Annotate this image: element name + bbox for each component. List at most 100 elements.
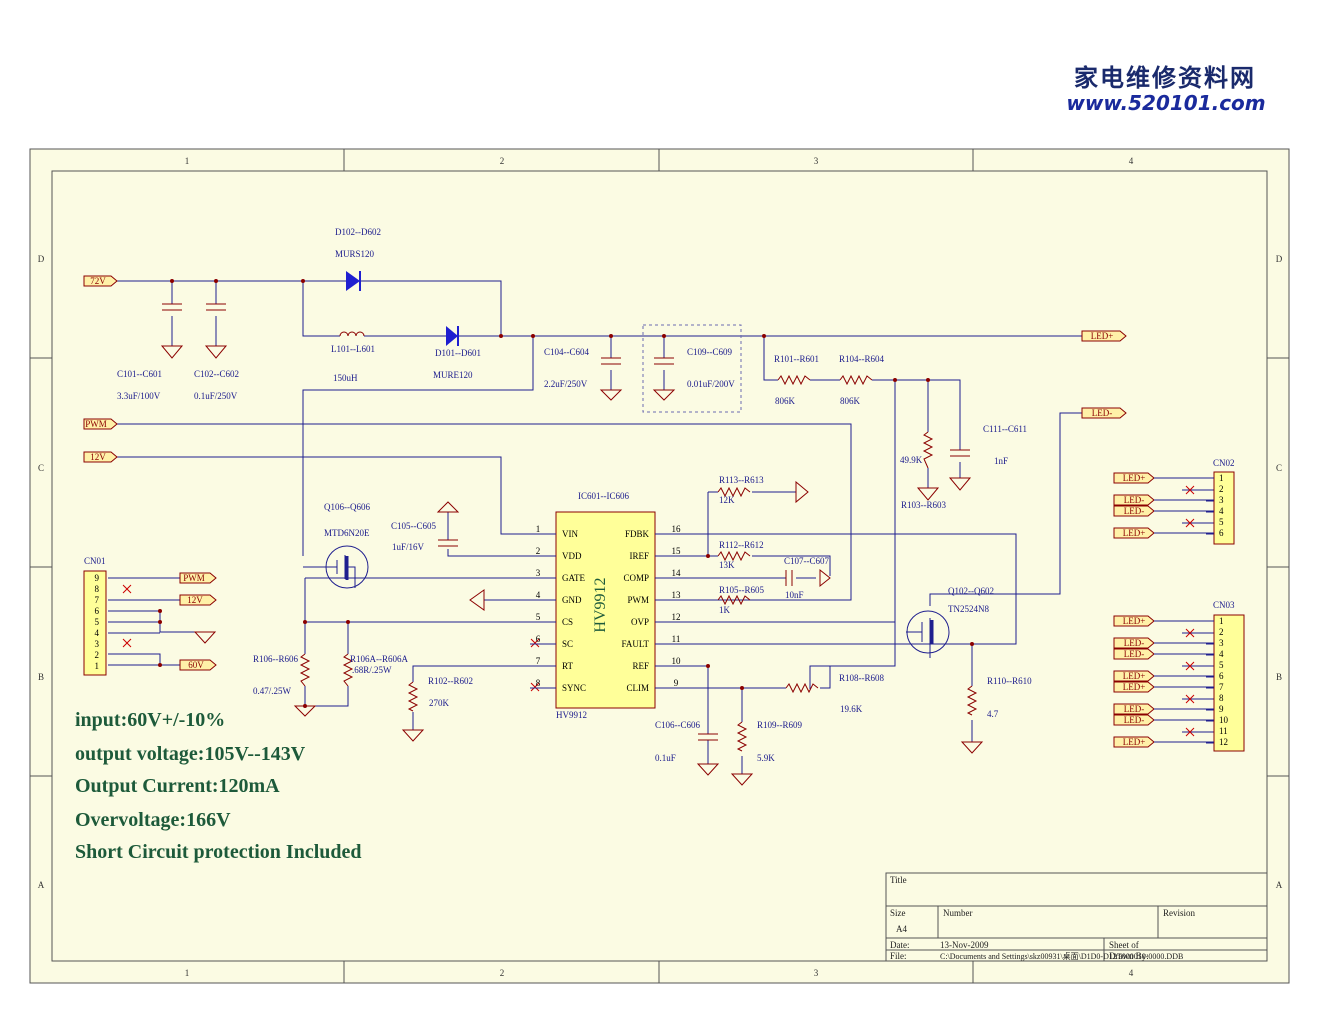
cn03-port-label: LED- <box>1124 704 1145 714</box>
spec-overvoltage: Overvoltage:166V <box>75 809 231 831</box>
net-ports: 72V PWM 12V LED+ LED- PWM 12V 60V <box>83 275 1127 671</box>
r105-ref: R105--R605 <box>719 585 765 595</box>
r104-value: 806K <box>840 396 861 406</box>
cn03-port <box>1113 703 1155 715</box>
r106-value: 0.47/.25W <box>253 686 292 696</box>
r112-ref: R112--R612 <box>719 540 764 550</box>
tb-sheet-label: Sheet of <box>1109 940 1139 950</box>
ic-ref: IC601--IC606 <box>578 491 629 501</box>
wires <box>108 280 1214 774</box>
tb-revision-label: Revision <box>1163 908 1196 918</box>
cn03-port-label: LED+ <box>1123 682 1146 692</box>
cn01-pin-number: 7 <box>95 595 100 605</box>
cn02-pin-number: 3 <box>1219 495 1224 505</box>
tb-file-value: C:\Documents and Settings\skz00931\桌面\D1… <box>940 951 1183 961</box>
cn01-ref: CN01 <box>84 556 106 566</box>
cn03-port-label: LED+ <box>1123 671 1146 681</box>
col-2-top: 2 <box>500 156 505 166</box>
cn01-pin-number: 8 <box>95 584 100 594</box>
r106-ref: R106--R606 <box>253 654 299 664</box>
spec-short-circuit: Short Circuit protection Included <box>75 841 362 863</box>
cn01-pin-number: 2 <box>95 650 100 660</box>
cn01-port-pwm-label: PWM <box>183 573 205 583</box>
cn02-pin-number: 4 <box>1219 506 1224 516</box>
r110-value: 4.7 <box>987 709 999 719</box>
c105-value: 1uF/16V <box>392 542 425 552</box>
port-led-minus <box>1081 407 1127 419</box>
c104-value: 2.2uF/250V <box>544 379 588 389</box>
port-pwm-label: PWM <box>85 419 107 429</box>
title-block: Title Size A4 Number Revision Date: 13-N… <box>885 872 1268 962</box>
c102-value: 0.1uF/250V <box>194 391 238 401</box>
tb-date-value: 13-Nov-2009 <box>940 940 989 950</box>
ic-pin-number: 9 <box>674 678 679 688</box>
port-led-plus-label: LED+ <box>1091 331 1114 341</box>
r108-value: 19.6K <box>840 704 863 714</box>
r109-value: 5.9K <box>757 753 775 763</box>
cn01-port-60v <box>179 659 217 671</box>
cn03-pin-number: 5 <box>1219 660 1224 670</box>
tb-size-label: Size <box>890 908 906 918</box>
cn03-pin-number: 9 <box>1219 704 1224 714</box>
cn03-port <box>1113 615 1155 627</box>
c107-ref: C107--C607 <box>784 556 830 566</box>
cn03-pin-number: 1 <box>1219 616 1224 626</box>
cn03-port <box>1113 714 1155 726</box>
tb-drawn-label: Drawn By: <box>1109 951 1149 961</box>
port-pwm <box>83 418 118 430</box>
c106-ref: C106--C606 <box>655 720 701 730</box>
ic-pin-name: PWM <box>627 595 649 605</box>
tb-size-value: A4 <box>896 924 907 934</box>
row-b-left: B <box>38 672 44 682</box>
ic-part: HV9912 <box>592 577 609 632</box>
cn03-port <box>1113 736 1155 748</box>
r101-ref: R101--R601 <box>774 354 819 364</box>
r105-value: 1K <box>719 605 731 615</box>
cn03-pin-number: 2 <box>1219 627 1224 637</box>
port-12v-label: 12V <box>90 452 106 462</box>
cn03-pins: 1LED+23LED-4LED-56LED+7LED+89LED-10LED-1… <box>1113 615 1229 748</box>
cn02-port-label: LED+ <box>1123 473 1146 483</box>
spec-input: input:60V+/-10% <box>75 709 225 731</box>
ic-pin-name: IREF <box>629 551 649 561</box>
ic-pin-number: 14 <box>672 568 682 578</box>
ic-pin-name: FAULT <box>621 639 649 649</box>
c105-ref: C105--C605 <box>391 521 437 531</box>
tb-date-label: Date: <box>890 940 910 950</box>
cn03-pin-number: 7 <box>1219 682 1224 692</box>
q102-ref: Q102--Q602 <box>948 586 994 596</box>
c101-ref: C101--C601 <box>117 369 162 379</box>
cn02-port <box>1113 494 1155 506</box>
l101-value: 150uH <box>333 373 358 383</box>
cn03-port-label: LED- <box>1124 649 1145 659</box>
spec-notes: input:60V+/-10% output voltage:105V--143… <box>75 709 362 863</box>
cn02-port <box>1113 527 1155 539</box>
col-4-bottom: 4 <box>1129 968 1134 978</box>
cn03-pin-number: 12 <box>1219 737 1228 747</box>
d101-ref: D101--D601 <box>435 348 481 358</box>
port-72v-label: 72V <box>90 276 106 286</box>
ic-pin-number: 5 <box>536 612 541 622</box>
c104-ref: C104--C604 <box>544 347 590 357</box>
r113-ref: R113--R613 <box>719 475 764 485</box>
r103-ref: R103--R603 <box>901 500 947 510</box>
c109-value: 0.01uF/200V <box>687 379 735 389</box>
cn03-port <box>1113 648 1155 660</box>
cn01-port-12v-label: 12V <box>187 595 203 605</box>
r112-value: 13K <box>719 560 735 570</box>
col-1-top: 1 <box>185 156 190 166</box>
cn02-port-label: LED+ <box>1123 528 1146 538</box>
cn01-pin-number: 9 <box>95 573 100 583</box>
cn02-pin-number: 1 <box>1219 473 1224 483</box>
d101-value: MURE120 <box>433 370 473 380</box>
component-labels: D102--D602 MURS120 L101--L601 150uH D101… <box>117 227 1032 763</box>
r110-ref: R110--R610 <box>987 676 1032 686</box>
cn01-pin-number: 1 <box>95 661 100 671</box>
cn02-pin-number: 6 <box>1219 528 1224 538</box>
cn02-port <box>1113 472 1155 484</box>
cn02-port-label: LED- <box>1124 495 1145 505</box>
port-72v <box>83 275 118 287</box>
